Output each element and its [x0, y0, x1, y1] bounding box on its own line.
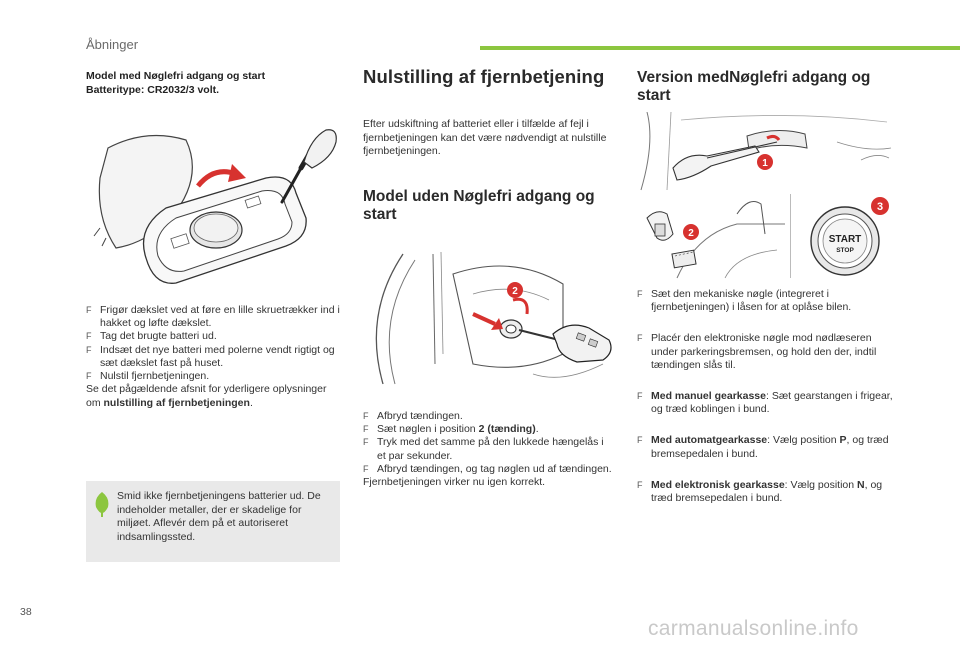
bullet-marker-icon: F: [86, 305, 92, 315]
bullet-marker-icon: F: [86, 331, 92, 342]
callout-3: 3: [877, 201, 883, 213]
bullet-marker-icon: F: [363, 437, 369, 448]
figure-divider: [790, 194, 791, 278]
start-label: START: [829, 234, 862, 245]
subtitle-with-keyless: Version medNøglefri adgang og start: [637, 69, 871, 104]
start-stop-illustration: START STOP 3: [800, 194, 892, 279]
door-lock-illustration: 1: [637, 112, 892, 192]
subtitle-without-keyless: Model uden Nøglefri adgang og start: [363, 188, 595, 223]
environment-note-text: Smid ikke fjernbetjeningens batterier ud…: [117, 490, 321, 543]
bullet-marker-icon: F: [86, 344, 92, 355]
environment-note: Smid ikke fjernbetjeningens batterier ud…: [86, 481, 340, 562]
bullet-marker-icon: F: [86, 371, 92, 382]
intro-battery-type: Batteritype: CR2032/3 volt.: [86, 84, 220, 96]
ignition-illustration: 2: [363, 234, 615, 402]
callout-2: 2: [512, 286, 518, 297]
bullet-marker-icon: F: [363, 411, 369, 421]
reset-intro: Efter udskiftning af batteriet eller i t…: [363, 118, 607, 157]
bullet-marker-icon: F: [637, 333, 643, 344]
remote-battery-illustration: [86, 118, 340, 288]
bullet-marker-icon: F: [637, 289, 643, 299]
callout-1: 1: [762, 158, 768, 169]
callout-2-right: 2: [688, 228, 694, 239]
header-accent-bar: [480, 46, 960, 50]
reset-outro: Fjernbetjeningen virker nu igen korrekt.: [363, 476, 546, 489]
intro-model: Model med Nøglefri adgang og start: [86, 70, 266, 82]
section-label: Åbninger: [86, 37, 139, 52]
bullet-marker-icon: F: [637, 479, 643, 490]
battery-intro: Model med Nøglefri adgang og start Batte…: [86, 69, 340, 97]
watermark: carmanualsonline.info: [648, 617, 859, 640]
page-title: Nulstilling af fjernbetjening: [363, 66, 605, 87]
battery-outro: Se det pågældende afsnit for yderligere …: [86, 383, 327, 409]
stop-label: STOP: [836, 247, 854, 254]
reset-link-text: nulstilling af fjernbetjeningen: [103, 396, 250, 409]
bullet-marker-icon: F: [637, 435, 643, 446]
page-number: 38: [20, 606, 32, 618]
bullet-marker-icon: F: [363, 463, 369, 474]
bullet-marker-icon: F: [363, 424, 369, 435]
console-reader-illustration: 2: [637, 194, 787, 279]
bullet-marker-icon: F: [637, 391, 643, 402]
leaf-icon: [95, 492, 109, 517]
